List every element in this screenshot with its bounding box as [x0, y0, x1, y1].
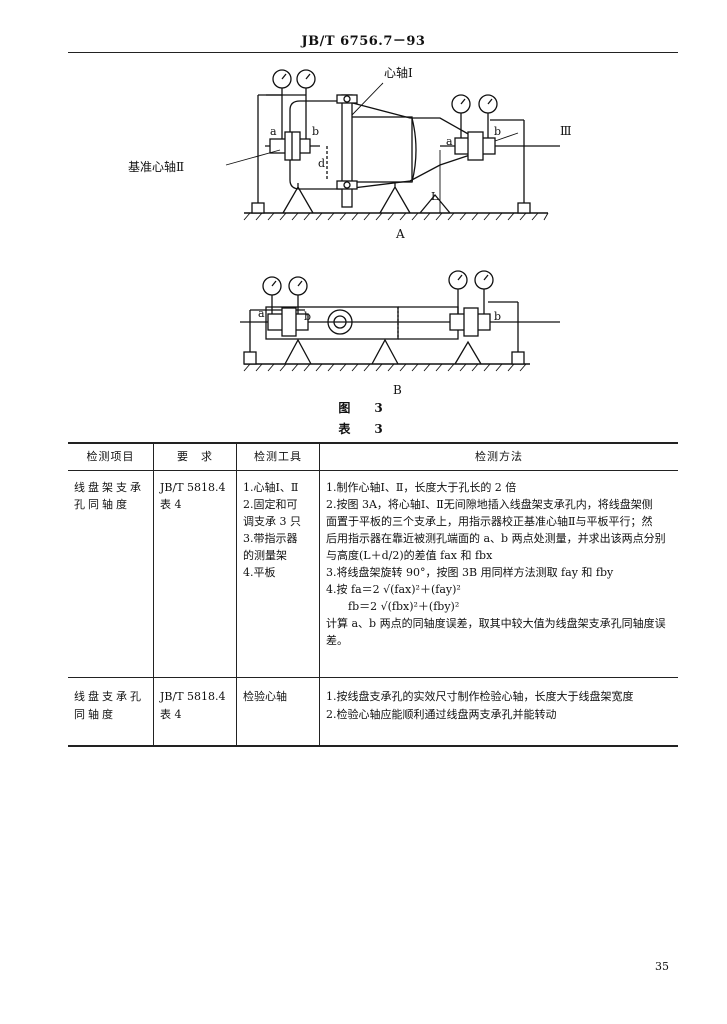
label-mandrel-i: 心轴Ⅰ — [384, 65, 413, 80]
cell-requirement: JB/T 5818.4 表 4 — [153, 677, 237, 747]
label-mandrel-iii: Ⅲ — [560, 124, 572, 138]
label-b-left: b — [312, 125, 319, 138]
figure-3b: a b b B — [240, 270, 560, 397]
cell-tools: 检验心轴 — [236, 677, 320, 747]
col-header-method: 检测方法 — [319, 442, 678, 471]
table-caption: 表 3 — [338, 422, 389, 436]
caption-b: B — [393, 383, 402, 397]
figure-caption: 图 3 — [338, 401, 389, 415]
table-3: 检测项目 要 求 检测工具 检测方法 线盘架支承 孔同轴度 JB/T 5818.… — [68, 442, 678, 747]
label-b-b-left: b — [304, 310, 311, 323]
cell-method: 1.制作心轴Ⅰ、Ⅱ，长度大于孔长的 2 倍 2.按图 3A，将心轴Ⅰ、Ⅱ无间隙地… — [319, 470, 678, 679]
label-L: L — [431, 190, 439, 203]
table-row: 线盘支承孔 同轴度 JB/T 5818.4 表 4 检验心轴 1.按线盘支承孔的… — [68, 677, 678, 747]
label-d: d — [318, 157, 325, 170]
page-number: 35 — [655, 960, 669, 973]
label-b-b-right: b — [494, 310, 501, 323]
label-datum-mandrel: 基准心轴Ⅱ — [128, 159, 184, 174]
col-header-item: 检测项目 — [68, 442, 154, 471]
table-header-row: 检测项目 要 求 检测工具 检测方法 — [68, 442, 678, 471]
cell-requirement: JB/T 5818.4 表 4 — [153, 470, 237, 679]
document-header: JB/T 6756.7－93 — [301, 34, 426, 49]
cell-item: 线盘支承孔 同轴度 — [68, 677, 154, 747]
label-a-right: a — [446, 135, 453, 148]
label-a-left: a — [270, 125, 277, 138]
table-row: 线盘架支承 孔同轴度 JB/T 5818.4 表 4 1.心轴Ⅰ、Ⅱ 2.固定和… — [68, 470, 678, 679]
col-header-tools: 检测工具 — [236, 442, 320, 471]
figure-3a: 心轴Ⅰ 基准心轴Ⅱ Ⅲ a b a b d L A — [128, 65, 572, 241]
cell-method: 1.按线盘支承孔的实效尺寸制作检验心轴，长度大于线盘架宽度 2.检验心轴应能顺利… — [319, 677, 678, 747]
header-rule — [68, 52, 678, 53]
cell-tools: 1.心轴Ⅰ、Ⅱ 2.固定和可 调支承 3 只 3.带指示器 的测量架 4.平板 — [236, 470, 320, 679]
label-b-right: b — [494, 125, 501, 138]
caption-a: A — [395, 227, 405, 241]
label-b-a: a — [258, 307, 265, 320]
cell-item: 线盘架支承 孔同轴度 — [68, 470, 154, 679]
col-header-requirement: 要 求 — [153, 442, 237, 471]
